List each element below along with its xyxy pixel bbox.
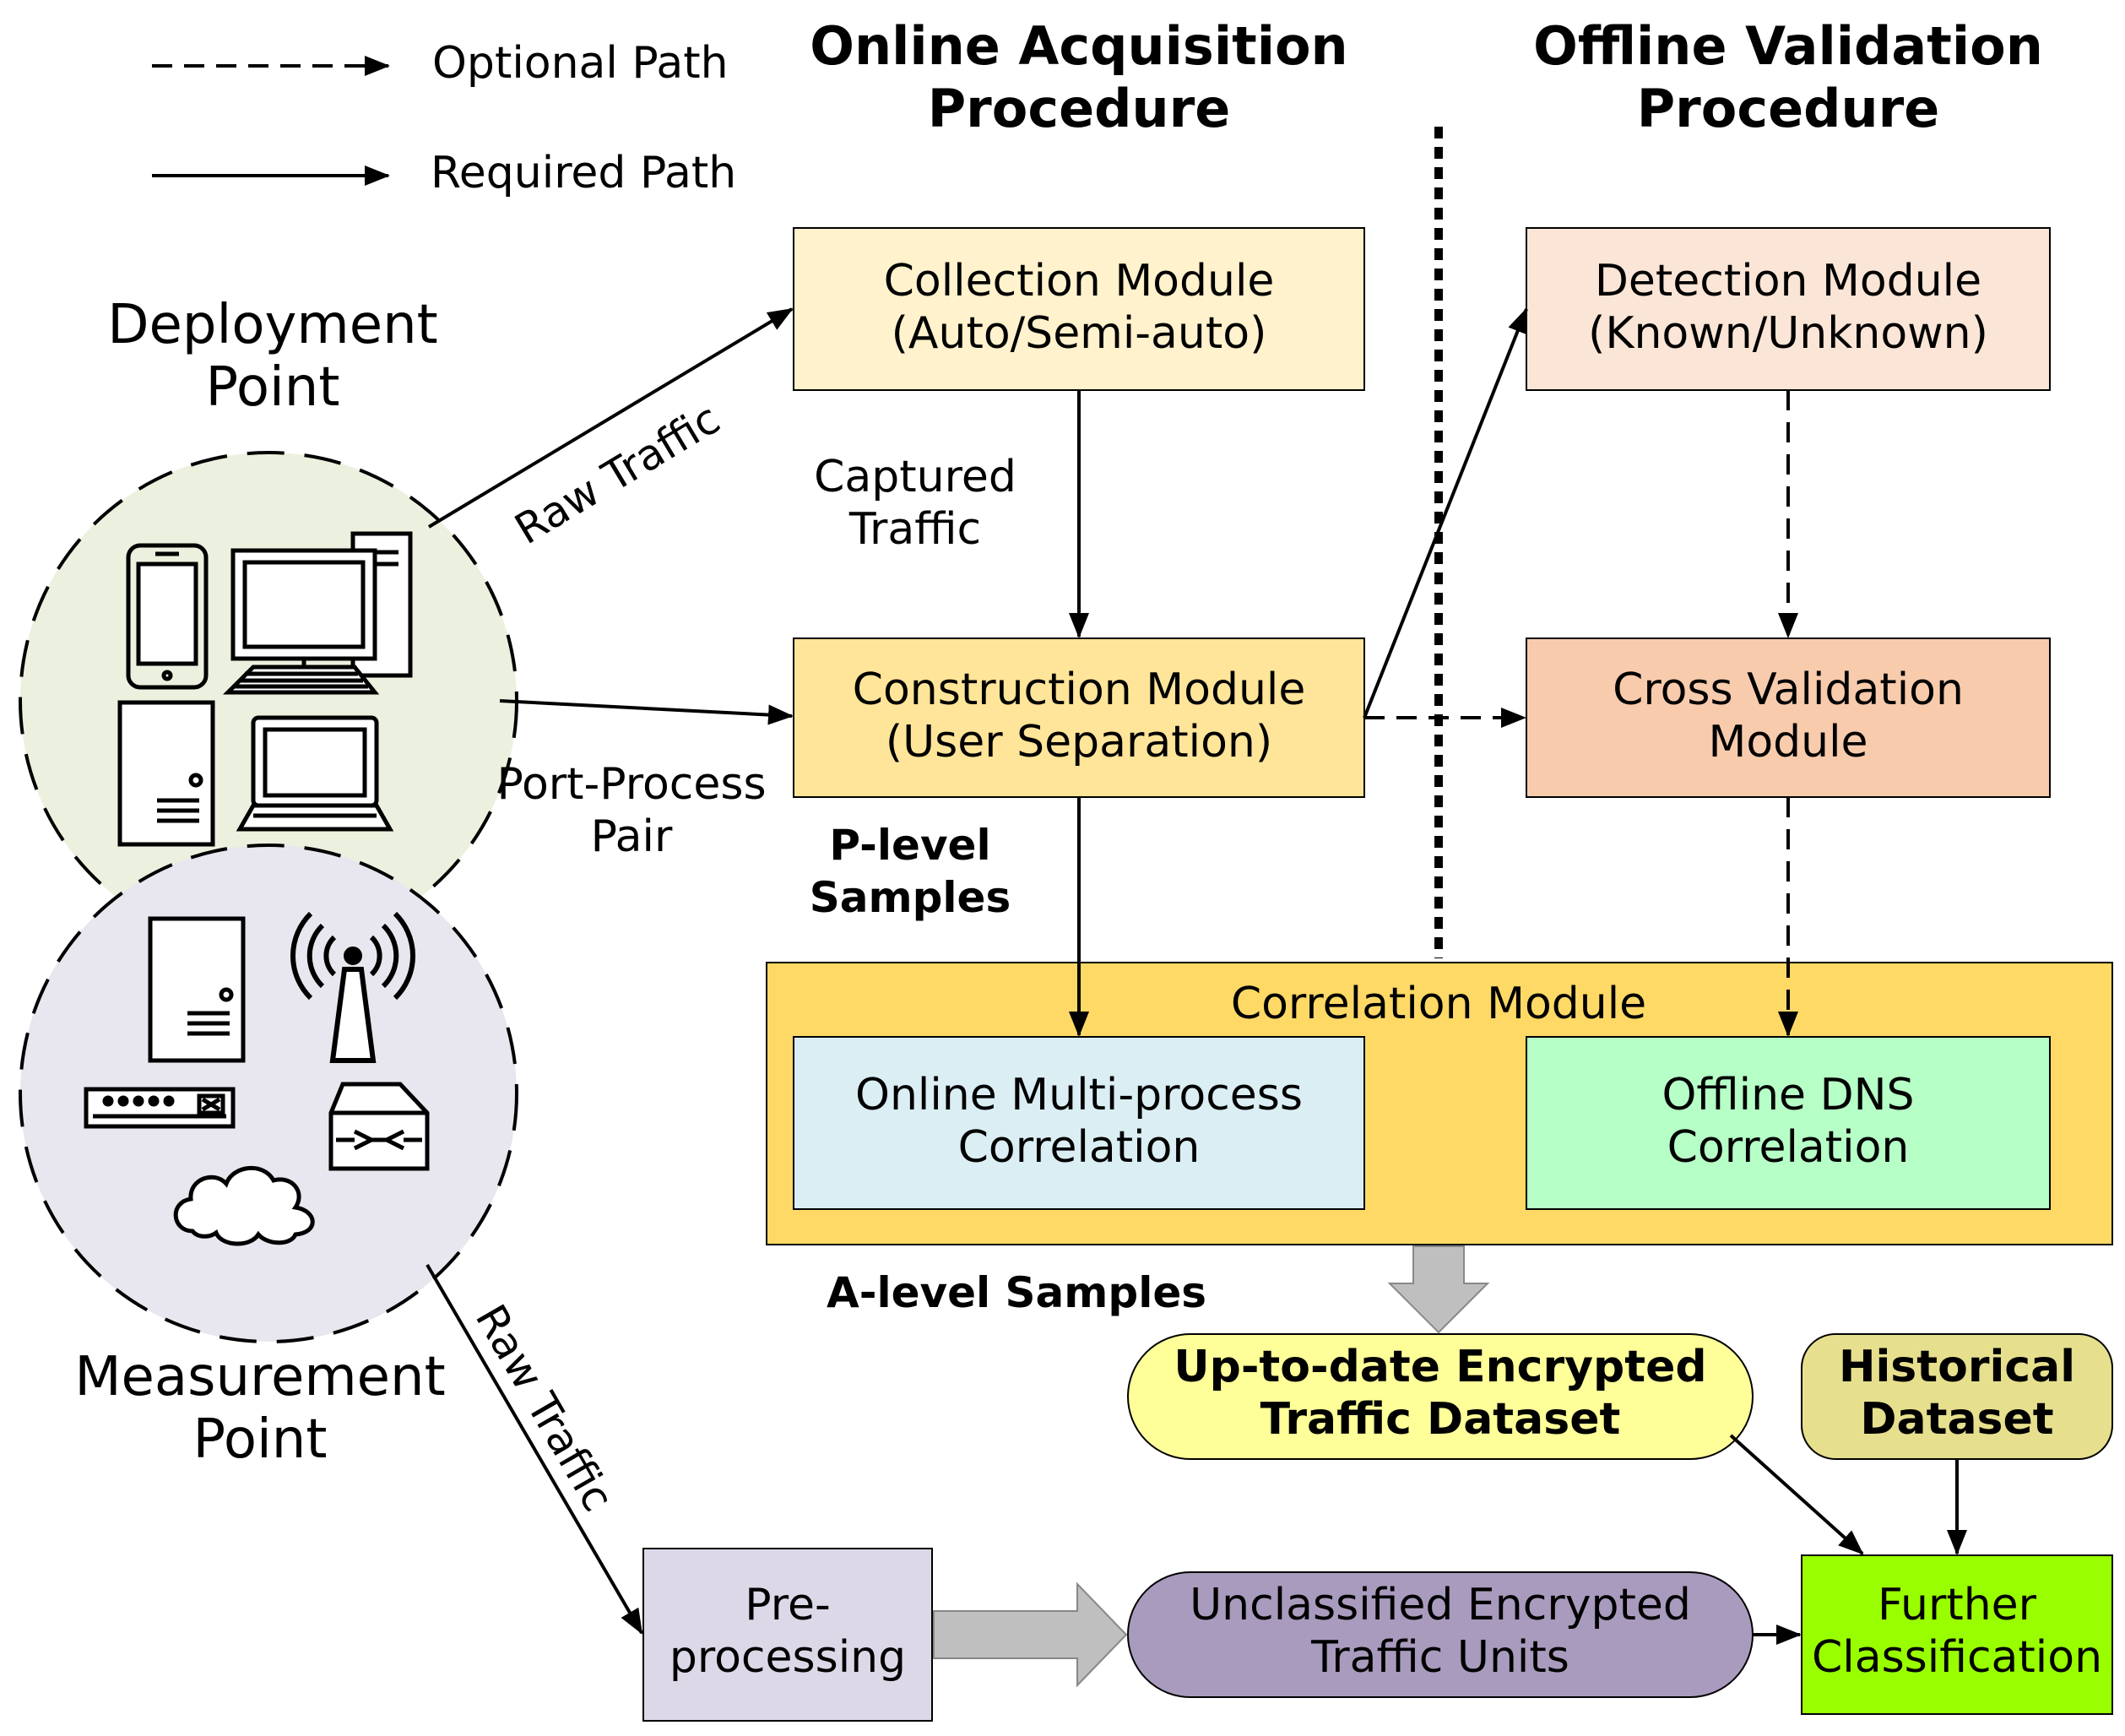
antenna-icon bbox=[290, 911, 416, 1063]
raw-traffic-top-label: Raw Traffic bbox=[507, 394, 728, 554]
port-process-line2: Pair bbox=[591, 811, 673, 862]
unclassified-line1: Unclassified Encrypted bbox=[1190, 1580, 1691, 1630]
captured-traffic-line2: Traffic bbox=[848, 504, 981, 555]
correlation-to-dataset-arrow bbox=[1387, 1245, 1490, 1334]
construction-module-line2: (User Separation) bbox=[886, 717, 1272, 768]
cross-validation-module-line1: Cross Validation bbox=[1613, 665, 1964, 715]
further-line2: Classification bbox=[1812, 1632, 2102, 1683]
switch-icon bbox=[84, 1087, 236, 1129]
measurement-point-label-line1: Measurement bbox=[74, 1346, 445, 1408]
up-to-date-dataset: Up-to-date Encrypted Traffic Dataset bbox=[1127, 1333, 1754, 1460]
required-path-label: Required Path bbox=[431, 148, 736, 198]
deployment-point-label-line1: Deployment bbox=[107, 294, 437, 356]
preprocessing-line1: Pre- bbox=[745, 1580, 830, 1630]
offline-correlation-line1: Offline DNS bbox=[1662, 1070, 1914, 1120]
legend: Optional Path Required Path bbox=[152, 38, 736, 198]
construction-to-detection-arrow bbox=[1363, 307, 1528, 719]
a-level-label: A-level Samples bbox=[827, 1268, 1206, 1317]
offline-header: Offline Validation Procedure bbox=[1533, 15, 2043, 139]
further-line1: Further bbox=[1878, 1580, 2037, 1630]
online-correlation-line2: Correlation bbox=[958, 1122, 1201, 1173]
dataset-to-further-arrow bbox=[1729, 1434, 1864, 1555]
offline-correlation-line2: Correlation bbox=[1667, 1122, 1910, 1173]
server-icon bbox=[117, 700, 215, 847]
offline-header-line2: Procedure bbox=[1637, 78, 1940, 139]
collection-module-line1: Collection Module bbox=[884, 256, 1275, 307]
online-header-line1: Online Acquisition bbox=[810, 15, 1347, 77]
server-icon bbox=[148, 916, 246, 1063]
unclassified-units: Unclassified Encrypted Traffic Units bbox=[1127, 1571, 1754, 1698]
historical-dataset: Historical Dataset bbox=[1801, 1333, 2113, 1460]
preprocessing-line2: processing bbox=[669, 1632, 906, 1683]
optional-path-label: Optional Path bbox=[432, 38, 729, 89]
online-header: Online Acquisition Procedure bbox=[810, 15, 1347, 139]
measurement-point-label-line2: Point bbox=[193, 1408, 328, 1471]
raw-traffic-bottom-label: Raw Traffic bbox=[466, 1297, 623, 1520]
collection-module-line2: (Auto/Semi-auto) bbox=[892, 308, 1267, 359]
unclassified-line2: Traffic Units bbox=[1310, 1632, 1569, 1683]
preprocessing-to-units-arrow bbox=[933, 1581, 1128, 1688]
captured-traffic-line1: Captured bbox=[814, 452, 1016, 502]
cloud-icon bbox=[173, 1166, 315, 1246]
smartphone-icon bbox=[126, 543, 209, 690]
detection-module-line1: Detection Module bbox=[1595, 256, 1981, 307]
historical-line1: Historical bbox=[1839, 1342, 2075, 1392]
online-correlation-box bbox=[793, 1036, 1365, 1210]
collection-module: Collection Module (Auto/Semi-auto) bbox=[793, 227, 1365, 391]
raw-traffic-top-arrow bbox=[427, 307, 794, 529]
router-icon bbox=[328, 1082, 430, 1171]
preprocessing-box: Pre- processing bbox=[642, 1548, 933, 1722]
online-header-line2: Procedure bbox=[928, 78, 1231, 139]
cross-validation-module-line2: Module bbox=[1708, 717, 1868, 768]
construction-module: Construction Module (User Separation) bbox=[793, 637, 1365, 798]
p-level-line2: Samples bbox=[810, 873, 1011, 922]
further-classification: Further Classification bbox=[1801, 1554, 2113, 1715]
up-to-date-line2: Traffic Dataset bbox=[1260, 1394, 1621, 1445]
construction-module-line1: Construction Module bbox=[853, 665, 1306, 715]
raw-traffic-bottom-arrow bbox=[426, 1263, 643, 1635]
correlation-module: Correlation Module Online Multi-process … bbox=[766, 962, 2113, 1245]
deployment-point-label-line2: Point bbox=[206, 356, 340, 419]
offline-correlation-box bbox=[1526, 1036, 2051, 1210]
detection-module: Detection Module (Known/Unknown) bbox=[1526, 227, 2051, 391]
online-correlation-line1: Online Multi-process bbox=[855, 1070, 1303, 1120]
port-process-line1: Port-Process bbox=[496, 759, 766, 810]
historical-line2: Dataset bbox=[1860, 1394, 2053, 1445]
laptop-icon bbox=[236, 715, 394, 832]
detection-module-line2: (Known/Unknown) bbox=[1588, 308, 1988, 359]
desktop-icon bbox=[222, 531, 413, 695]
correlation-module-title: Correlation Module bbox=[1231, 979, 1646, 1029]
offline-header-line1: Offline Validation bbox=[1533, 15, 2043, 77]
up-to-date-line1: Up-to-date Encrypted bbox=[1174, 1342, 1706, 1392]
cross-validation-module: Cross Validation Module bbox=[1526, 637, 2051, 798]
port-process-arrow bbox=[499, 699, 794, 725]
p-level-line1: P-level bbox=[829, 821, 990, 870]
